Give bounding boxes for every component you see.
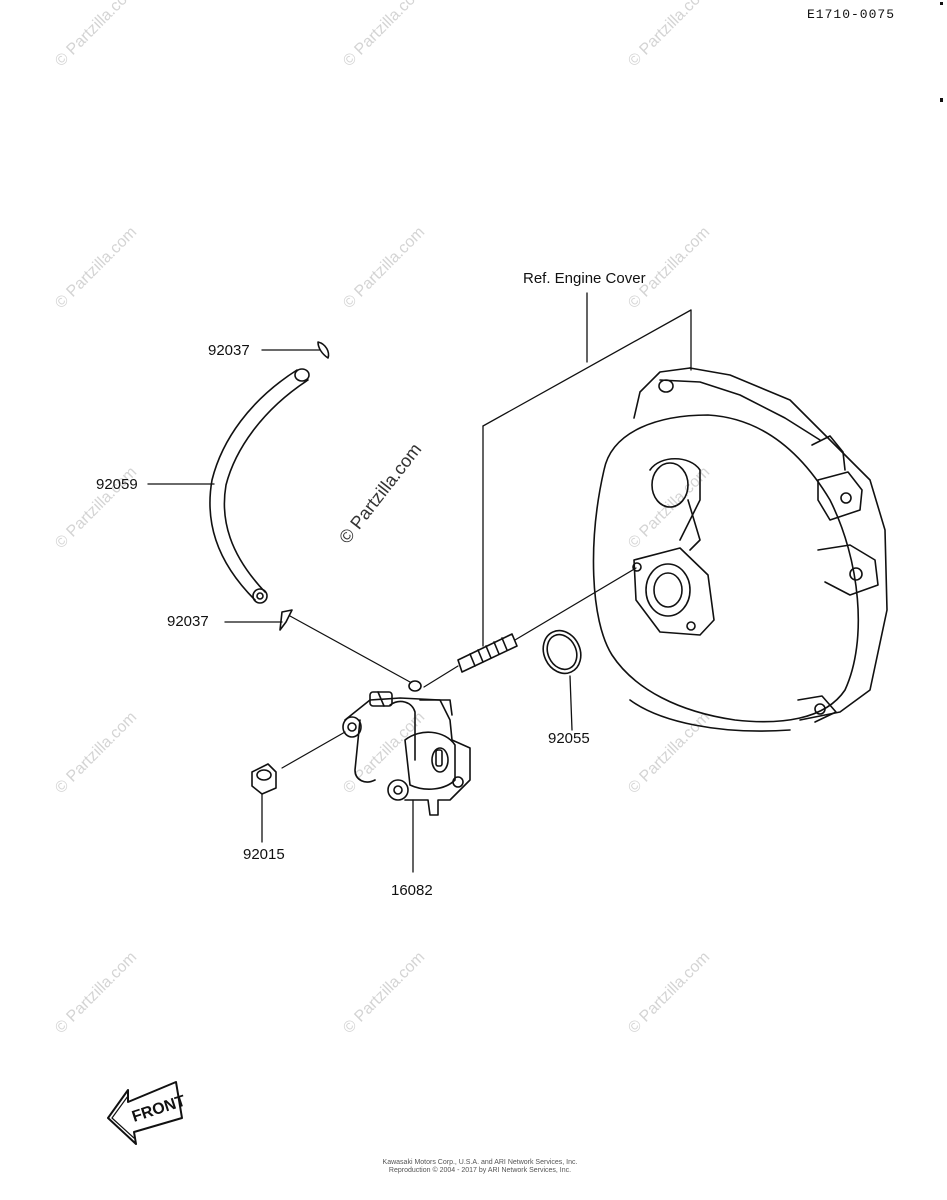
part-label-92015[interactable]: 92015 [243,846,285,863]
oil-hose [209,368,310,604]
copyright-line-1: Kawasaki Motors Corp., U.S.A. and ARI Ne… [382,1159,578,1166]
front-arrow: FRONT [107,1081,188,1145]
part-label-92059[interactable]: 92059 [96,476,138,493]
stud-bolt [423,567,637,688]
part-label-92037-top[interactable]: 92037 [208,342,250,359]
o-ring [542,629,582,731]
diagram-code: E1710-0075 [806,7,895,22]
copyright-line-2: Reproduction © 2004 - 2017 by ARI Networ… [388,1167,572,1174]
engine-cover-outline [592,367,888,732]
hose-clamp-top [261,341,330,359]
corner-marks [940,2,943,102]
part-label-92055[interactable]: 92055 [548,730,590,747]
ref-engine-cover-bracket [482,292,692,647]
oil-pump [281,680,471,873]
part-label-92037-mid[interactable]: 92037 [167,613,209,630]
hose-clamp-mid [224,609,411,683]
part-label-16082[interactable]: 16082 [391,882,433,899]
ref-engine-cover-label: Ref. Engine Cover [523,270,646,287]
plug [251,763,277,843]
